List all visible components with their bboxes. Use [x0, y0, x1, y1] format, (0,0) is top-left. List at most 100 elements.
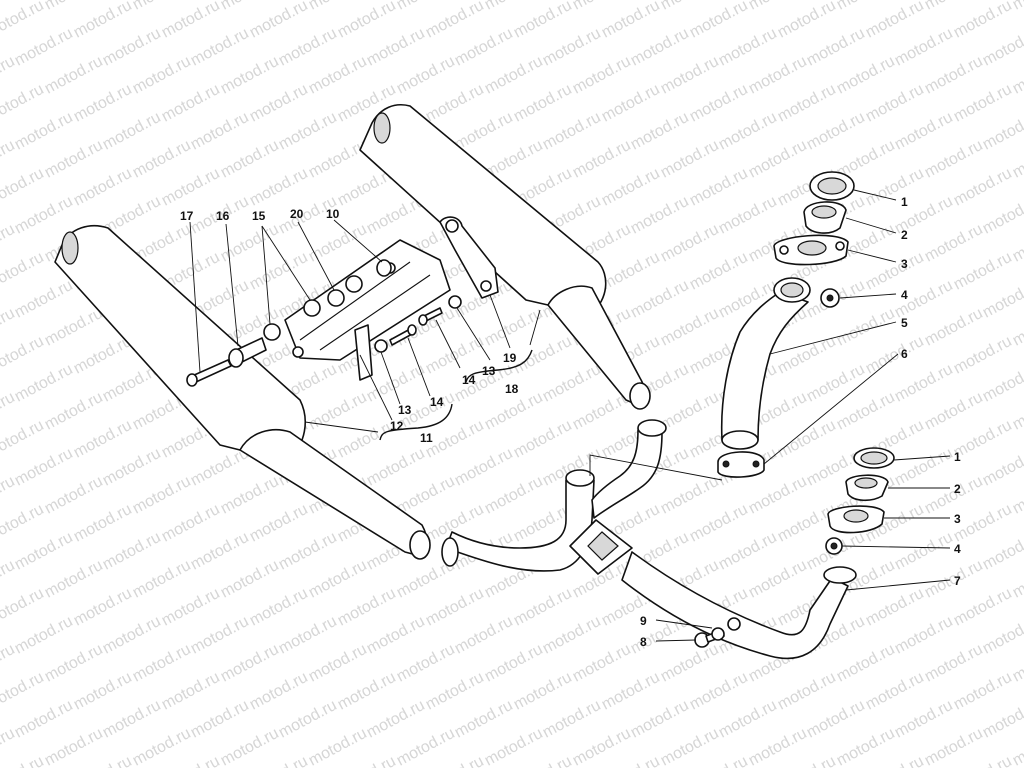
watermark-text: motod.ru — [42, 725, 106, 768]
callout-labels: 1 2 3 4 5 6 1 2 3 4 7 9 8 17 16 15 20 10… — [180, 195, 961, 649]
watermark-text: motod.ru — [980, 109, 1024, 154]
watermark-text: motod.ru — [0, 501, 47, 546]
watermark-text: motod.ru — [540, 109, 604, 154]
callout-20: 20 — [290, 207, 304, 221]
watermark-text: motod.ru — [188, 613, 252, 658]
gasket-ring — [853, 447, 895, 469]
callout-16: 16 — [216, 209, 230, 223]
watermark-text: motod.ru — [511, 81, 575, 126]
watermark-text: motod.ru — [540, 25, 604, 70]
watermark-text: motod.ru — [0, 165, 47, 210]
watermark-text: motod.ru — [42, 389, 106, 434]
watermark-text: motod.ru — [892, 445, 956, 490]
watermark-text: motod.ru — [1010, 389, 1024, 434]
watermark-text: motod.ru — [775, 333, 839, 378]
watermark-text: motod.ru — [247, 0, 311, 42]
callout-1: 1 — [901, 195, 908, 209]
watermark-text: motod.ru — [394, 641, 458, 686]
callout-14: 14 — [430, 395, 444, 409]
watermark-text: motod.ru — [1010, 473, 1024, 518]
watermark-text: motod.ru — [247, 669, 311, 714]
watermark-text: motod.ru — [0, 333, 47, 378]
watermark-text: motod.ru — [658, 389, 722, 434]
watermark-text: motod.ru — [12, 529, 76, 574]
watermark-text: motod.ru — [658, 53, 722, 98]
watermark-text: motod.ru — [834, 389, 898, 434]
watermark-text: motod.ru — [100, 697, 164, 742]
watermark-text: motod.ru — [716, 529, 780, 574]
watermark-text: motod.ru — [306, 53, 370, 98]
watermark-text: motod.ru — [980, 277, 1024, 322]
callout-2: 2 — [954, 482, 961, 496]
watermark-text: motod.ru — [775, 0, 839, 42]
callout-12: 12 — [390, 419, 404, 433]
watermark-text: motod.ru — [130, 473, 194, 518]
watermark-text: motod.ru — [980, 193, 1024, 238]
watermark-text: motod.ru — [42, 137, 106, 182]
callout-13: 13 — [482, 364, 496, 378]
watermark-text: motod.ru — [130, 137, 194, 182]
watermark-text: motod.ru — [892, 361, 956, 406]
collar — [803, 201, 847, 234]
watermark-text: motod.ru — [159, 81, 223, 126]
watermark-text: motod.ru — [599, 669, 663, 714]
watermark-text: motod.ru — [746, 725, 810, 768]
watermark-text: motod.ru — [863, 165, 927, 210]
watermark-text: motod.ru — [394, 0, 458, 14]
watermark-text: motod.ru — [658, 0, 722, 14]
watermark-text: motod.ru — [335, 753, 399, 768]
watermark-text: motod.ru — [130, 557, 194, 602]
watermark-text: motod.ru — [951, 249, 1015, 294]
watermark-text: motod.ru — [188, 529, 252, 574]
watermark-text: motod.ru — [12, 613, 76, 658]
watermark-text: motod.ru — [452, 109, 516, 154]
watermark-text: motod.ru — [42, 557, 106, 602]
watermark-text: motod.ru — [335, 0, 399, 42]
watermark-text: motod.ru — [276, 613, 340, 658]
watermark-text: motod.ru — [306, 0, 370, 14]
watermark-text: motod.ru — [0, 81, 47, 126]
rubber-grommet — [263, 299, 321, 341]
watermark-text: motod.ru — [658, 725, 722, 768]
watermark-text: motod.ru — [570, 0, 634, 14]
watermark-text: motod.ru — [482, 305, 546, 350]
watermark-text: motod.ru — [863, 249, 927, 294]
watermark-text: motod.ru — [247, 585, 311, 630]
washer — [374, 295, 462, 353]
watermark-text: motod.ru — [628, 697, 692, 742]
watermark-text: motod.ru — [159, 753, 223, 768]
watermark-text: motod.ru — [71, 0, 135, 42]
watermark-text: motod.ru — [746, 557, 810, 602]
watermark-text: motod.ru — [218, 557, 282, 602]
watermark-text: motod.ru — [335, 585, 399, 630]
callout-4: 4 — [954, 542, 961, 556]
watermark-text: motod.ru — [922, 725, 986, 768]
mounting-bracket — [284, 239, 451, 381]
watermark-text: motod.ru — [100, 25, 164, 70]
watermark-text: motod.ru — [658, 221, 722, 266]
watermark-text: motod.ru — [394, 473, 458, 518]
watermark-text: motod.ru — [130, 53, 194, 98]
watermark-text: motod.ru — [775, 753, 839, 768]
watermark-text: motod.ru — [188, 25, 252, 70]
watermark-text: motod.ru — [922, 641, 986, 686]
watermark-text: motod.ru — [0, 0, 47, 42]
watermark-text: motod.ru — [570, 725, 634, 768]
screw — [389, 307, 443, 346]
watermark-text: motod.ru — [775, 669, 839, 714]
watermark-text: motod.ru — [12, 361, 76, 406]
callout-11: 11 — [420, 431, 433, 445]
watermark-text: motod.ru — [863, 669, 927, 714]
watermark-text: motod.ru — [775, 81, 839, 126]
watermark-text: motod.ru — [834, 0, 898, 14]
bush — [376, 259, 392, 277]
front-muffler — [54, 224, 431, 560]
watermark-text: motod.ru — [71, 165, 135, 210]
watermark-text: motod.ru — [980, 361, 1024, 406]
watermark-text: motod.ru — [951, 81, 1015, 126]
watermark-text: motod.ru — [218, 53, 282, 98]
watermark-text: motod.ru — [540, 613, 604, 658]
watermark-text: motod.ru — [71, 753, 135, 768]
watermark-text: motod.ru — [159, 165, 223, 210]
